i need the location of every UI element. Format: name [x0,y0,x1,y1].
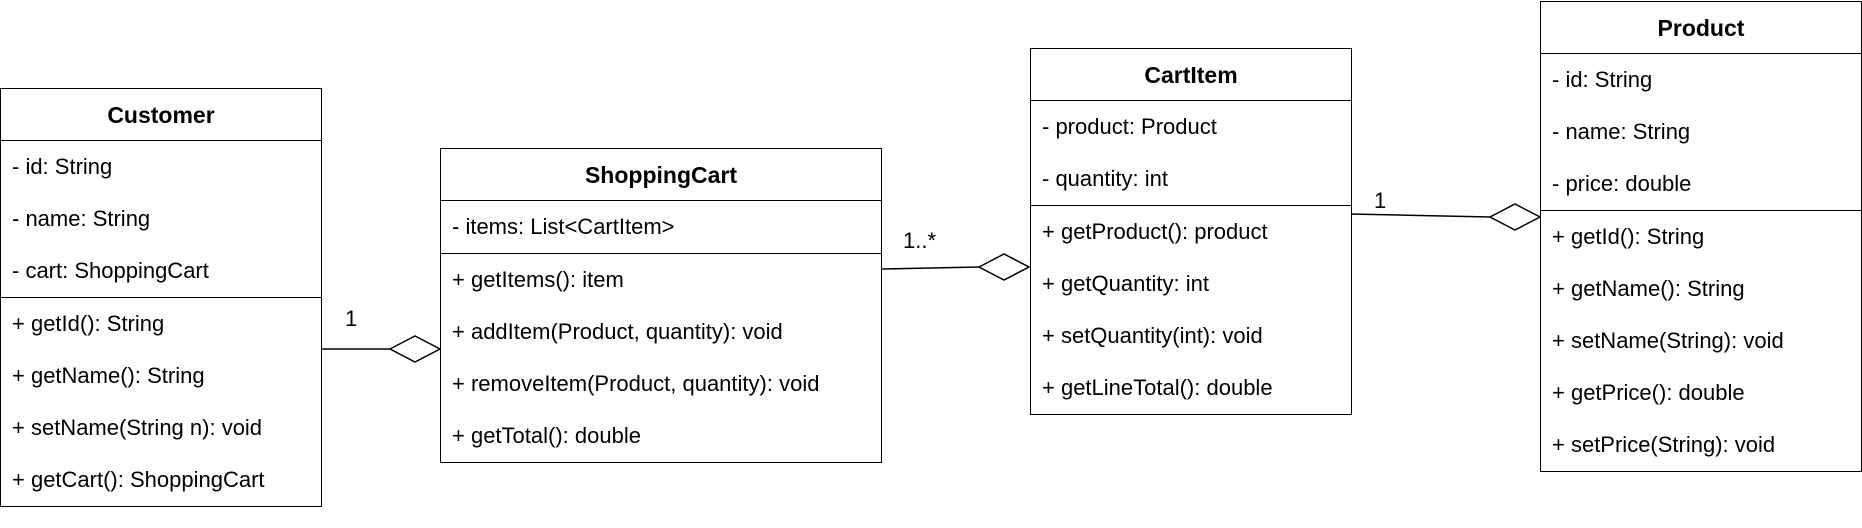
method-get-cart: + getCart(): ShoppingCart [12,467,265,492]
customer-attributes: - id: String - name: String - cart: Shop… [1,141,321,298]
method-get-name: + getName(): String [12,363,205,388]
product-class-name: Product [1541,2,1861,54]
attribute-quantity: - quantity: int [1042,166,1168,191]
attribute-cart: - cart: ShoppingCart [12,258,209,283]
method-set-quantity: + setQuantity(int): void [1042,323,1263,348]
method-get-product: + getProduct(): product [1042,219,1268,244]
method-set-name: + setName(String n): void [12,415,263,440]
cart-item-class-box[interactable]: CartItem - product: Product - quantity: … [1030,48,1352,415]
product-methods: + getId(): String + getName(): String + … [1541,211,1861,471]
aggregation-diamond-icon [977,253,1031,281]
attribute-product: - product: Product [1042,114,1217,139]
attribute-price: - price: double [1552,171,1692,196]
customer-methods: + getId(): String + getName(): String + … [1,298,321,506]
method-get-items: + getItems(): item [452,267,624,292]
method-get-price: + getPrice(): double [1552,380,1745,405]
method-set-name: + setName(String): void [1552,328,1784,353]
cart-item-class-name: CartItem [1031,49,1351,101]
customer-cart-aggregation [321,335,442,363]
attribute-id: - id: String [12,154,113,179]
method-get-total: + getTotal(): double [452,423,641,448]
aggregation-diamond-icon [1488,203,1542,231]
method-get-id: + getId(): String [12,311,165,336]
shopping-cart-class-box[interactable]: ShoppingCart - items: List<CartItem> + g… [440,148,882,463]
attribute-id: - id: String [1552,67,1653,92]
cart-item-methods: + getProduct(): product + getQuantity: i… [1031,206,1351,414]
attribute-name: - name: String [1552,119,1691,144]
customer-class-box[interactable]: Customer - id: String - name: String - c… [0,88,322,507]
product-attributes: - id: String - name: String - price: dou… [1541,54,1861,211]
attribute-name: - name: String [12,206,151,231]
cart-item-attributes: - product: Product - quantity: int [1031,101,1351,206]
method-set-price: + setPrice(String): void [1552,432,1776,457]
method-get-id: + getId(): String [1552,224,1705,249]
attribute-items: - items: List<CartItem> [452,214,675,239]
shopping-cart-class-name: ShoppingCart [441,149,881,201]
product-class-box[interactable]: Product - id: String - name: String - pr… [1540,1,1862,472]
multiplicity-customer-cart: 1 [345,306,358,331]
shopping-cart-attributes: - items: List<CartItem> [441,201,881,254]
item-product-aggregation [1349,203,1542,231]
customer-class-name: Customer [1,89,321,141]
multiplicity-item-product: 1 [1374,188,1387,213]
shopping-cart-methods: + getItems(): item + addItem(Product, qu… [441,254,881,462]
cart-items-aggregation [880,253,1031,281]
method-get-name: + getName(): String [1552,276,1745,301]
aggregation-diamond-icon [388,335,442,363]
method-remove-item: + removeItem(Product, quantity): void [452,371,820,396]
method-get-quantity: + getQuantity: int [1042,271,1209,296]
method-add-item: + addItem(Product, quantity): void [452,319,783,344]
multiplicity-cart-items: 1..* [903,228,937,253]
method-get-line-total: + getLineTotal(): double [1042,375,1273,400]
